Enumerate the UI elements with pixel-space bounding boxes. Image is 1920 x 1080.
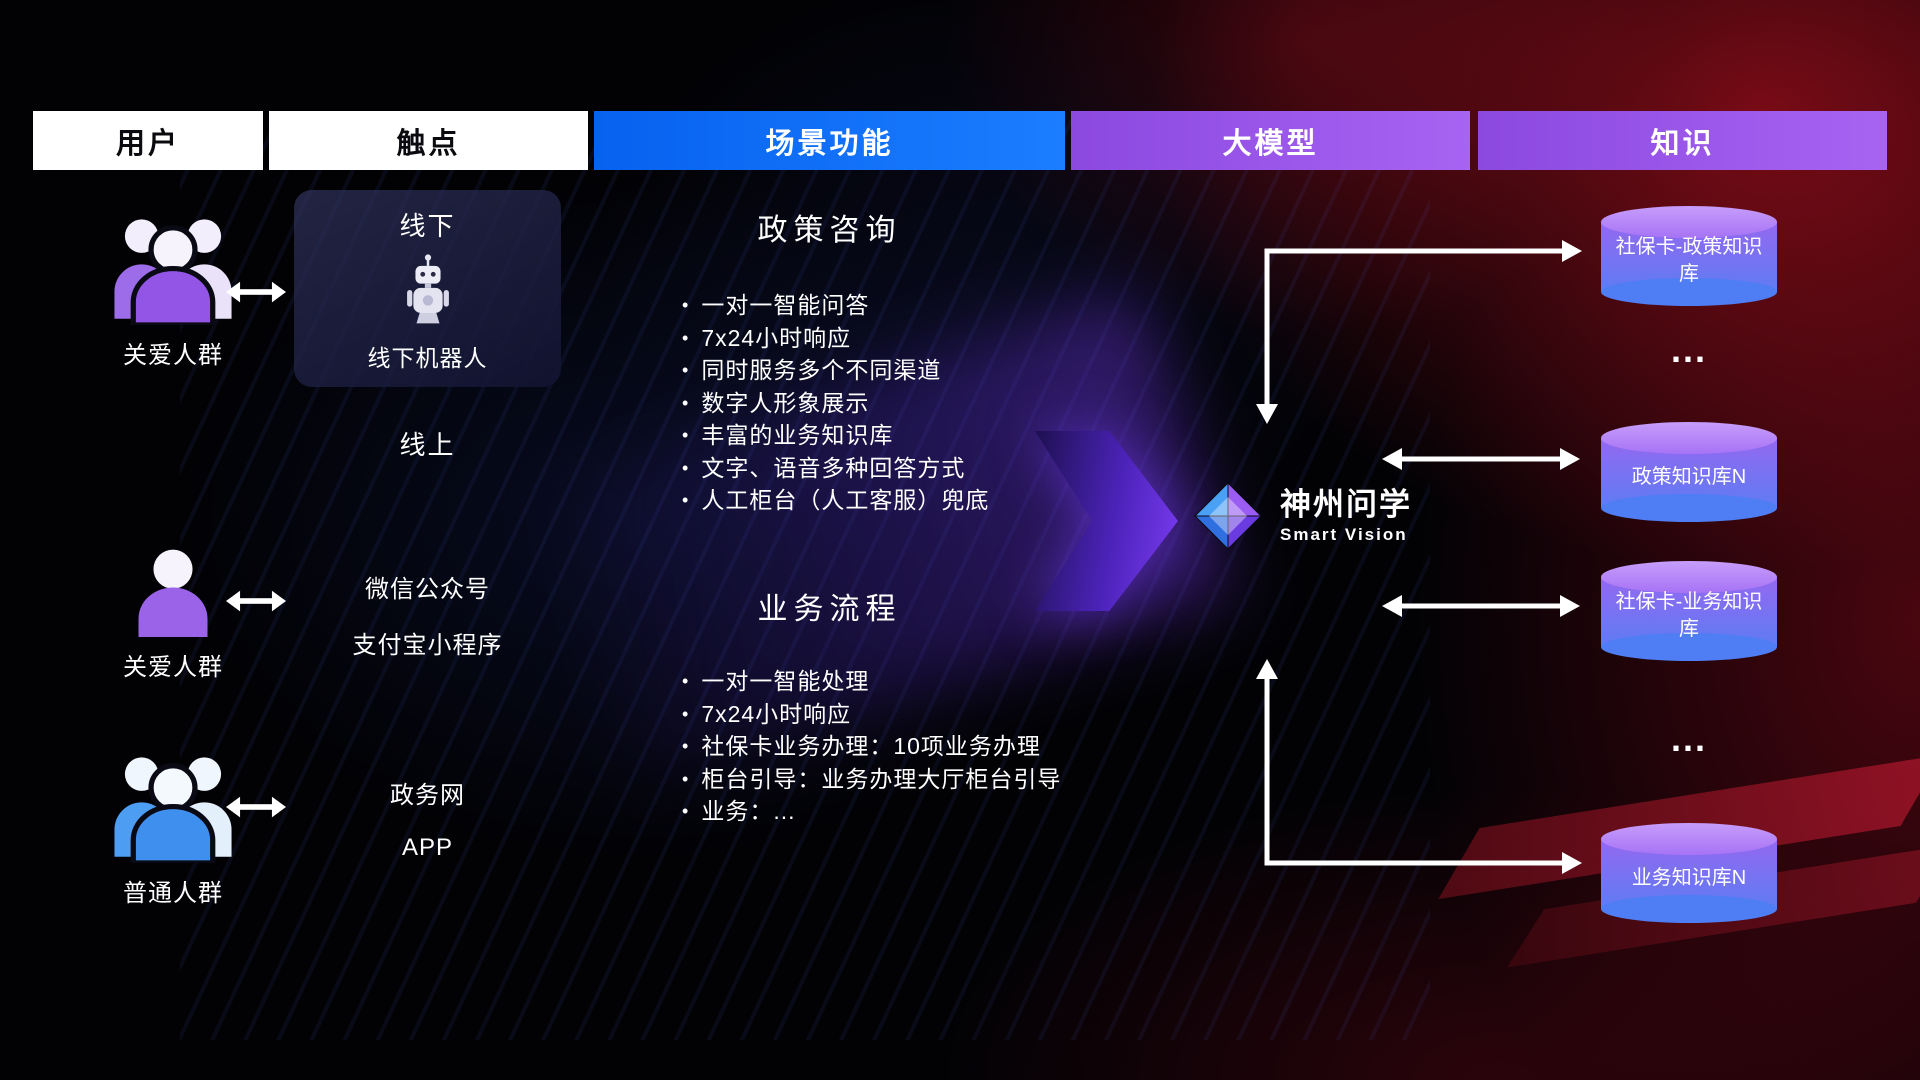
offline-title: 线下 [399,211,456,241]
bullet-text: 一对一智能处理 [701,668,870,694]
db-bottom [1601,278,1777,306]
touchpoint-gov-web: 政务网 [390,782,465,809]
header-large-model: 大模型 [1071,111,1470,170]
scenario-title: 业务流程 [757,593,902,626]
user-group-label: 普通人群 [123,880,223,907]
header-touchpoints-label: 触点 [396,127,461,160]
person-icon [138,549,208,637]
scenario-bullet: 7x24小时响应 [682,698,1065,731]
scenario-bullet: 社保卡业务办理：10项业务办理 [682,730,1065,763]
header-large-model-label: 大模型 [1222,127,1319,160]
user-group-care-2: 关爱人群 [58,545,288,682]
scenario-title: 政策咨询 [757,214,902,247]
people-group-icon [114,219,232,325]
db-bottom [1601,494,1777,522]
online-title: 线上 [399,430,456,460]
db-cylinder-policy-n: 政策知识库N [1601,422,1777,522]
touchpoint-wechat: 微信公众号 [365,576,490,603]
user-group-care-1: 关爱人群 [58,210,288,370]
bullet-text: 人工柜台（人工客服）兜底 [701,487,990,513]
touchpoint-app: APP [401,834,454,861]
header-knowledge: 知识 [1478,111,1887,170]
bullet-text: 业务：... [701,798,796,824]
bullet-text: 一对一智能问答 [701,292,870,318]
bullet-text: 同时服务多个不同渠道 [701,357,942,383]
scenario-bullet: 同时服务多个不同渠道 [682,354,1065,387]
robot-icon [406,254,449,324]
bullet-text: 社保卡业务办理：10项业务办理 [701,733,1041,759]
header-users: 用户 [33,111,263,170]
diamond-logo-icon [1193,481,1263,551]
header-scenario-functions: 场景功能 [594,111,1065,170]
offline-touchpoint-card: 线下 线下机器人 [294,190,561,387]
db-label: 业务知识库N [1631,866,1747,889]
db-cylinder-business-sscard: 社保卡-业务知识库 [1601,561,1777,661]
offline-robot-label: 线下机器人 [367,345,488,371]
header-knowledge-label: 知识 [1650,127,1715,160]
user-group-label: 关爱人群 [123,342,223,369]
model-subtitle: Smart Vision [1280,524,1408,544]
flow-arrow [1035,431,1178,611]
db-cylinder-business-n: 业务知识库N [1601,823,1777,923]
scenario-bullet: 数字人形象展示 [682,387,1065,420]
bullet-text: 7x24小时响应 [701,324,852,351]
db-bottom [1601,895,1777,923]
flow-arrow-wrapper [1035,431,1178,611]
db-label: 政策知识库N [1631,465,1747,488]
scenario-bullet-list: 一对一智能问答 7x24小时响应 同时服务多个不同渠道 数字人形象展示 丰富的业… [682,289,1065,517]
scenario-bullet: 丰富的业务知识库 [682,419,1065,452]
touchpoint-alipay: 支付宝小程序 [352,632,503,659]
scenario-bullet: 文字、语音多种回答方式 [682,452,1065,485]
bidirectional-arrow-icon [226,281,286,303]
user-group-general: 普通人群 [58,748,288,908]
scenario-bullet: 7x24小时响应 [682,322,1065,355]
scenario-bullet: 业务：... [682,795,1065,828]
bullet-text: 柜台引导：业务办理大厅柜台引导 [701,765,1062,792]
ellipsis: ... [1670,329,1707,370]
header-users-label: 用户 [115,127,180,160]
scenario-bullet: 一对一智能处理 [682,665,1065,698]
scenario-bullet: 一对一智能问答 [682,289,1065,322]
db-label: 社保卡-政策知识库 [1615,236,1763,285]
scenario-policy-consulting: 政策咨询 一对一智能问答 7x24小时响应 同时服务多个不同渠道 数字人形象展示… [594,210,1065,517]
header-scenario-functions-label: 场景功能 [765,127,894,160]
scenario-bullet: 柜台引导：业务办理大厅柜台引导 [682,763,1065,796]
ellipsis: ... [1670,718,1707,759]
scenario-bullet-list: 一对一智能处理 7x24小时响应 社保卡业务办理：10项业务办理 柜台引导：业务… [682,665,1065,828]
model-name: 神州问学 [1280,486,1412,522]
db-cylinder-policy-sscard: 社保卡-政策知识库 [1601,206,1777,306]
db-bottom [1601,633,1777,661]
db-label: 社保卡-业务知识库 [1615,591,1763,640]
people-group-icon [114,757,232,863]
bullet-text: 7x24小时响应 [701,700,852,727]
user-group-label: 关爱人群 [123,654,223,681]
model-text: 神州问学 Smart Vision [1280,486,1412,545]
model-logo-block: 神州问学 Smart Vision [1192,480,1412,552]
bullet-text: 丰富的业务知识库 [701,422,894,448]
scenario-business-process: 业务流程 一对一智能处理 7x24小时响应 社保卡业务办理：10项业务办理 柜台… [594,589,1065,828]
header-touchpoints: 触点 [269,111,588,170]
bidirectional-arrow-icon [226,590,286,612]
scenario-bullet: 人工柜台（人工客服）兜底 [682,484,1065,517]
bullet-text: 数字人形象展示 [701,389,870,416]
bidirectional-arrow-icon [226,796,286,818]
bullet-text: 文字、语音多种回答方式 [701,454,966,481]
